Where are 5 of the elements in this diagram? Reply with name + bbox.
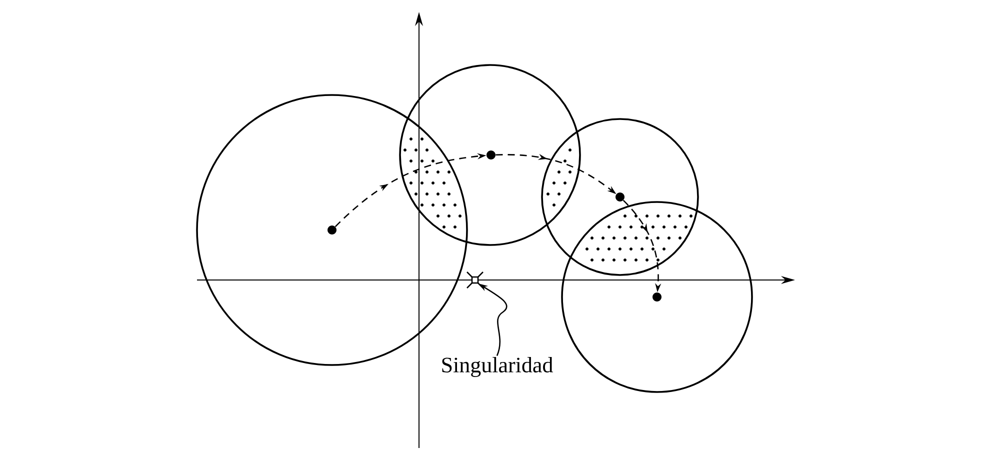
center-dot	[652, 292, 662, 302]
center-dot	[486, 150, 496, 160]
label-text: Singularidad	[442, 357, 553, 378]
center-dot	[616, 192, 624, 202]
center-dot	[328, 226, 336, 234]
